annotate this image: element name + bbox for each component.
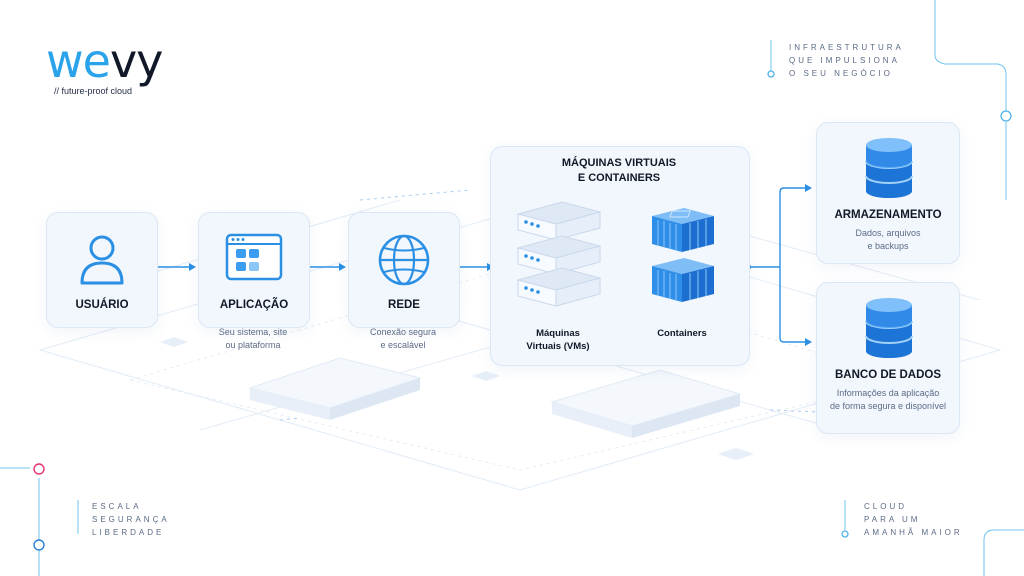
- title-line: E CONTAINERS: [577, 172, 661, 184]
- server-unit: [516, 201, 602, 241]
- slogan-line: PARA UM: [864, 515, 921, 524]
- containers-label: Containers: [657, 328, 707, 339]
- logo-tagline: // future-proof cloud: [54, 86, 133, 96]
- storage-subtitle: Dados, arquivos e backups: [818, 227, 958, 253]
- slogan-line: LIBERDADE: [92, 528, 165, 537]
- slogan-line: SEGURANÇA: [92, 515, 170, 524]
- globe-icon: [378, 234, 430, 286]
- database-node: BANCO DE DADOS Informações da aplicação …: [816, 282, 960, 434]
- subtitle-line: ou plataforma: [225, 340, 281, 350]
- top-right-slogan: INFRAESTRUTURA QUE IMPULSIONA O SEU NEGÓ…: [789, 41, 904, 80]
- database-icon: [865, 298, 913, 358]
- user-icon: [80, 235, 124, 285]
- vms-label: Máquinas Virtuais (VMs): [508, 327, 608, 353]
- user-title: USUÁRIO: [75, 299, 129, 311]
- subtitle-line: Seu sistema, site: [218, 327, 288, 337]
- app-window-icon: [225, 233, 283, 281]
- subtitle-line: de forma segura e disponível: [829, 401, 947, 411]
- server-stack-icon: [516, 201, 602, 307]
- slogan-line: AMANHÃ MAIOR: [864, 528, 963, 537]
- vms-containers-title: MÁQUINAS VIRTUAIS E CONTAINERS: [490, 156, 748, 186]
- network-node: REDE: [348, 212, 460, 328]
- application-node: APLICAÇÃO: [198, 212, 310, 328]
- container-stack-icon: [652, 208, 714, 302]
- label-line: Máquinas: [536, 328, 580, 339]
- network-subtitle: Conexão segura e escalável: [333, 326, 473, 352]
- subtitle-line: Conexão segura: [369, 327, 437, 337]
- database-title: BANCO DE DADOS: [834, 369, 942, 381]
- slogan-line: QUE IMPULSIONA: [789, 56, 900, 65]
- platform-left: [248, 357, 422, 420]
- subtitle-line: e escalável: [380, 340, 426, 350]
- label-line: Virtuais (VMs): [526, 341, 590, 352]
- subtitle-line: Dados, arquivos: [855, 228, 921, 238]
- logo-part-vy: vy: [109, 34, 163, 88]
- slogan-line: ESCALA: [92, 502, 142, 511]
- database-icon: [865, 138, 913, 198]
- slogan-line: CLOUD: [864, 502, 908, 511]
- bottom-left-slogan: ESCALA SEGURANÇA LIBERDADE: [92, 500, 170, 539]
- slogan-line: INFRAESTRUTURA: [789, 43, 904, 52]
- title-line: MÁQUINAS VIRTUAIS: [561, 157, 677, 169]
- subtitle-line: Informações da aplicação: [836, 388, 940, 398]
- application-subtitle: Seu sistema, site ou plataforma: [183, 326, 323, 352]
- network-title: REDE: [388, 299, 420, 311]
- storage-node: ARMAZENAMENTO Dados, arquivos e backups: [816, 122, 960, 264]
- brand-logo: wevy // future-proof cloud: [46, 38, 163, 96]
- logo-part-we: we: [46, 34, 111, 88]
- bottom-right-slogan: CLOUD PARA UM AMANHÃ MAIOR: [864, 500, 963, 539]
- subtitle-line: e backups: [867, 241, 909, 251]
- slogan-line: O SEU NEGÓCIO: [789, 69, 893, 78]
- user-node: USUÁRIO: [46, 212, 158, 328]
- application-title: APLICAÇÃO: [219, 299, 289, 311]
- storage-title: ARMAZENAMENTO: [834, 209, 942, 221]
- platform-right: [550, 369, 742, 438]
- database-subtitle: Informações da aplicação de forma segura…: [818, 387, 958, 413]
